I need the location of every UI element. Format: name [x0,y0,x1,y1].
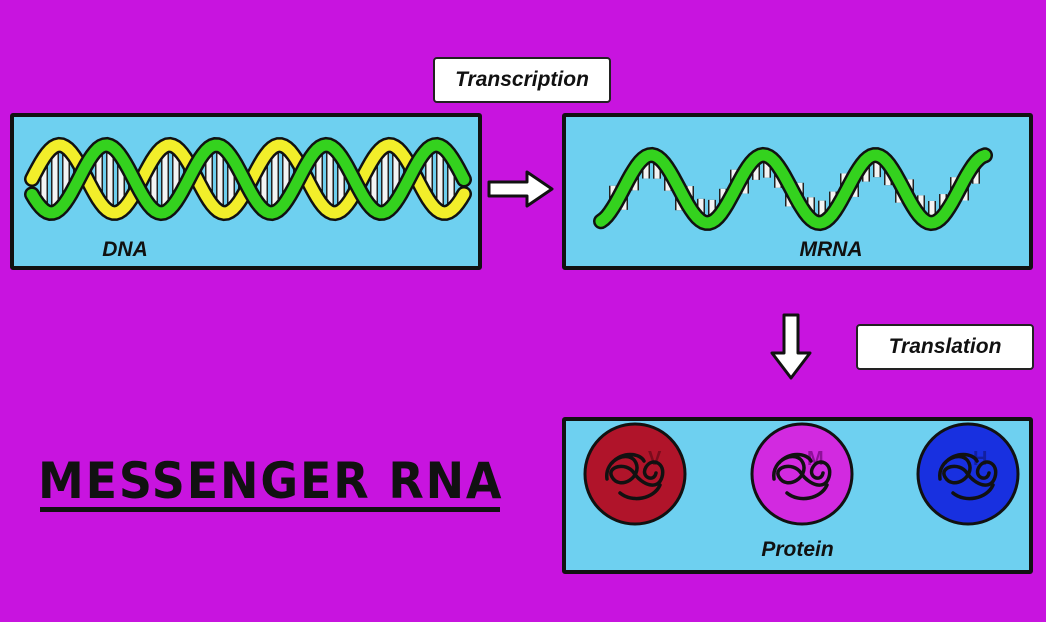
translation-label: Translation [856,324,1034,370]
protein-v-icon: V [583,422,687,526]
main-title: MESSENGER RNA [38,452,504,510]
protein-h-icon: H [916,422,1020,526]
arrow-right-icon [487,170,554,208]
dna-panel: DNA [10,113,482,270]
dna-helix-illustration [24,136,472,222]
mrna-label: MRNA [799,238,863,261]
title-underline [40,507,500,512]
mrna-strand-illustration [593,146,993,232]
protein-m-icon: M [750,422,854,526]
dna-label: DNA [102,238,148,261]
arrow-down-icon [770,313,812,380]
protein-panel: V M H Protein [562,417,1033,574]
mrna-panel: MRNA [562,113,1033,270]
protein-m-letter: M [807,448,824,470]
transcription-label: Transcription [433,57,611,103]
protein-label: Protein [761,538,834,561]
